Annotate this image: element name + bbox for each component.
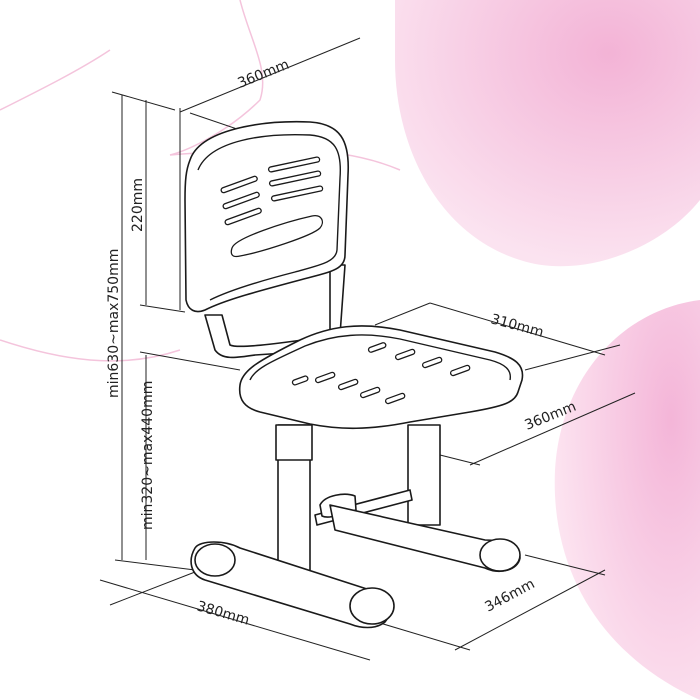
label-seat-depth: 310mm: [489, 311, 545, 340]
chair-drawing: [184, 120, 524, 629]
seat-slots: [291, 342, 471, 405]
pink-blob-top: [395, 0, 700, 267]
label-base-depth: 346mm: [482, 576, 537, 615]
label-seat-height: min320~max440mm: [140, 381, 156, 530]
label-total-height: min630~max750mm: [106, 249, 122, 398]
dimension-lines: [99, 37, 636, 661]
pink-blob-right: [554, 300, 700, 700]
label-backrest-height: 220mm: [130, 178, 146, 232]
label-base-width: 380mm: [195, 598, 251, 628]
label-backrest-width: 360mm: [236, 57, 292, 92]
backrest-slots: [220, 156, 324, 258]
